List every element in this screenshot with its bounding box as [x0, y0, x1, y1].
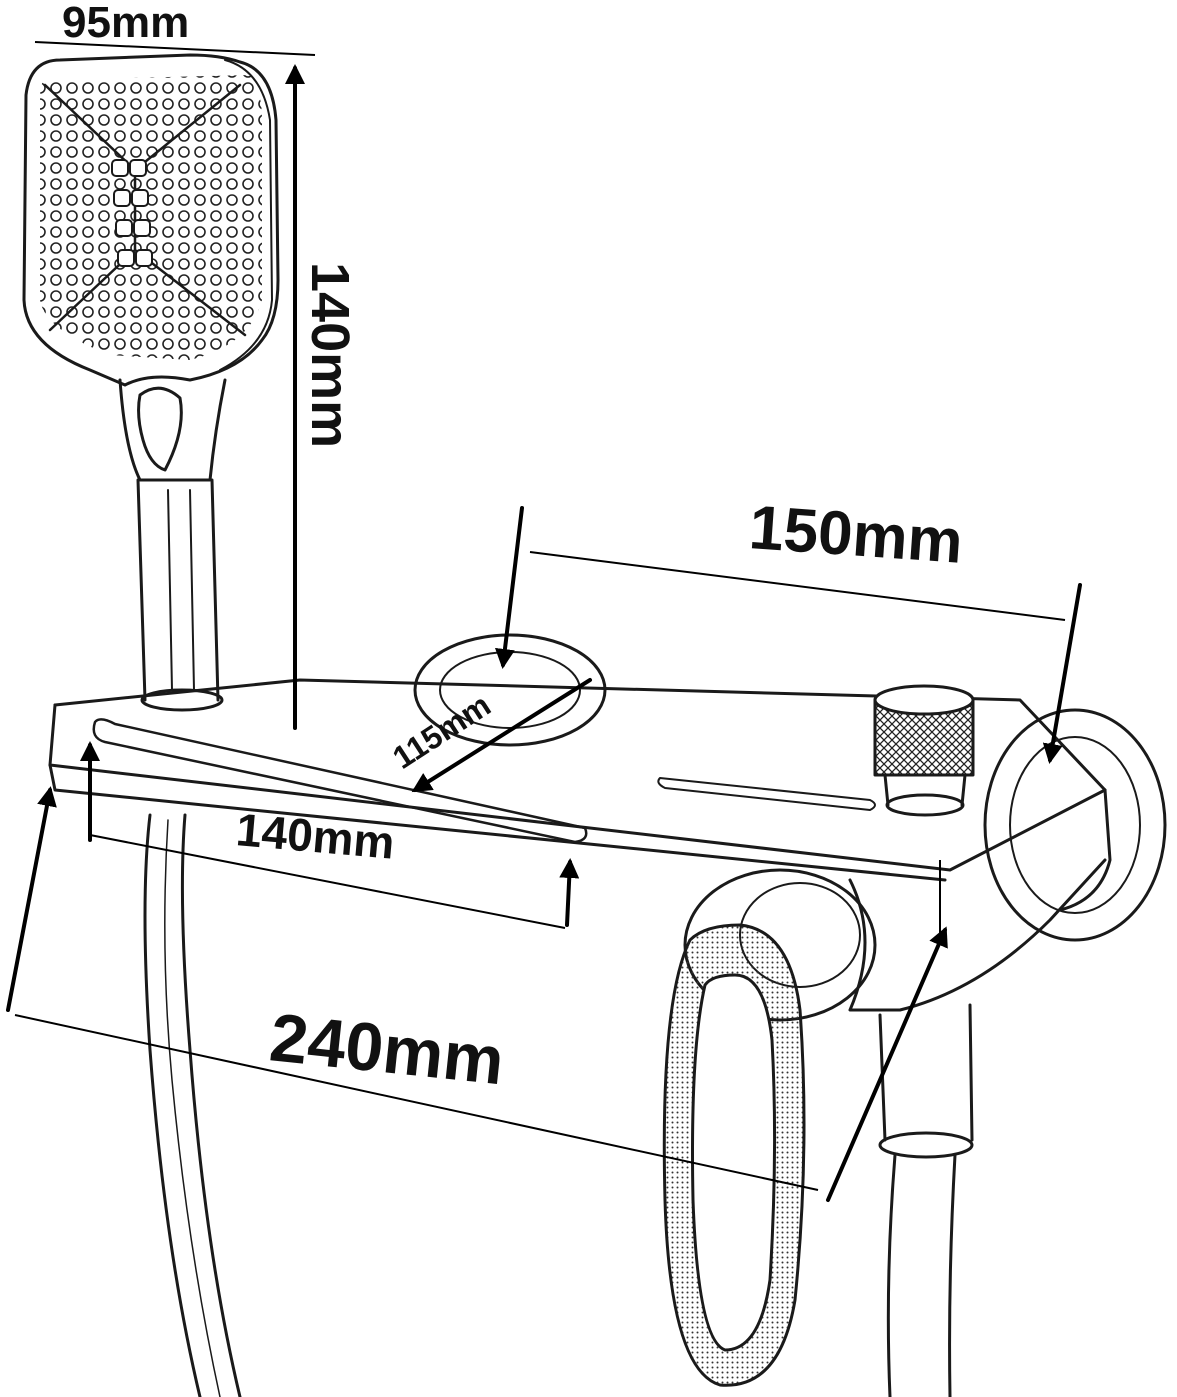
shelf-slot [92, 718, 588, 844]
outlet-nut [878, 1131, 974, 1159]
diverter-knob-top [873, 684, 975, 716]
right-wall-flange-inner [1009, 736, 1141, 914]
label-inlet-spacing: 150mm [747, 493, 965, 577]
lever-arm-inner [691, 973, 777, 1352]
label-head-height: 140mm [300, 262, 360, 448]
dim-arrow-total-left [6, 786, 57, 1012]
wall-flanges [413, 633, 1167, 942]
valve-body-end [1058, 788, 1112, 912]
dim-arrow-shelf-depth [411, 678, 592, 793]
right-wall-flange [983, 708, 1167, 942]
diverter-knob-knurl [873, 698, 975, 777]
shower-handle-tube [136, 478, 220, 702]
valve-body [848, 858, 1107, 1012]
shower-head-outline [22, 53, 280, 387]
mixer-lever [662, 868, 877, 1387]
hand-shower [22, 53, 280, 712]
shower-hose [143, 813, 242, 1397]
lower-hose [886, 1153, 957, 1397]
outlet-stub [878, 1003, 974, 1142]
dim-arrow-inlet-right [1042, 583, 1082, 764]
dim-line-total-length [14, 1014, 819, 1191]
dim-line-head-width [34, 41, 316, 56]
shower-head-rim [219, 59, 273, 371]
shower-trigger-button [137, 386, 183, 472]
left-wall-flange [413, 633, 607, 747]
dim-line-inlet-spacing [529, 551, 1066, 621]
label-head-width: 95mm [62, 0, 189, 47]
dimension-lines [6, 41, 1082, 1202]
shower-handle-base [140, 688, 224, 712]
shower-handle-neck [118, 378, 227, 482]
diverter-knob [873, 684, 975, 817]
label-total-length: 240mm [266, 999, 507, 1099]
diverter-knob-base [885, 793, 965, 817]
mixer-body [48, 678, 1112, 1397]
dim-arrow-inlet-left [494, 506, 524, 669]
shelf-slot-small [657, 777, 876, 811]
nozzle-field [40, 75, 262, 360]
shelf-front [48, 703, 1107, 872]
dim-arrow-slot-right [559, 858, 580, 927]
label-slot-length: 140mm [234, 803, 396, 869]
diverter-knob-stem [883, 773, 967, 807]
dim-arrow-total-right [826, 926, 948, 1202]
center-nozzles [111, 159, 153, 267]
shower-handle-highlight [167, 489, 195, 691]
dim-line-slot-length [89, 834, 566, 929]
